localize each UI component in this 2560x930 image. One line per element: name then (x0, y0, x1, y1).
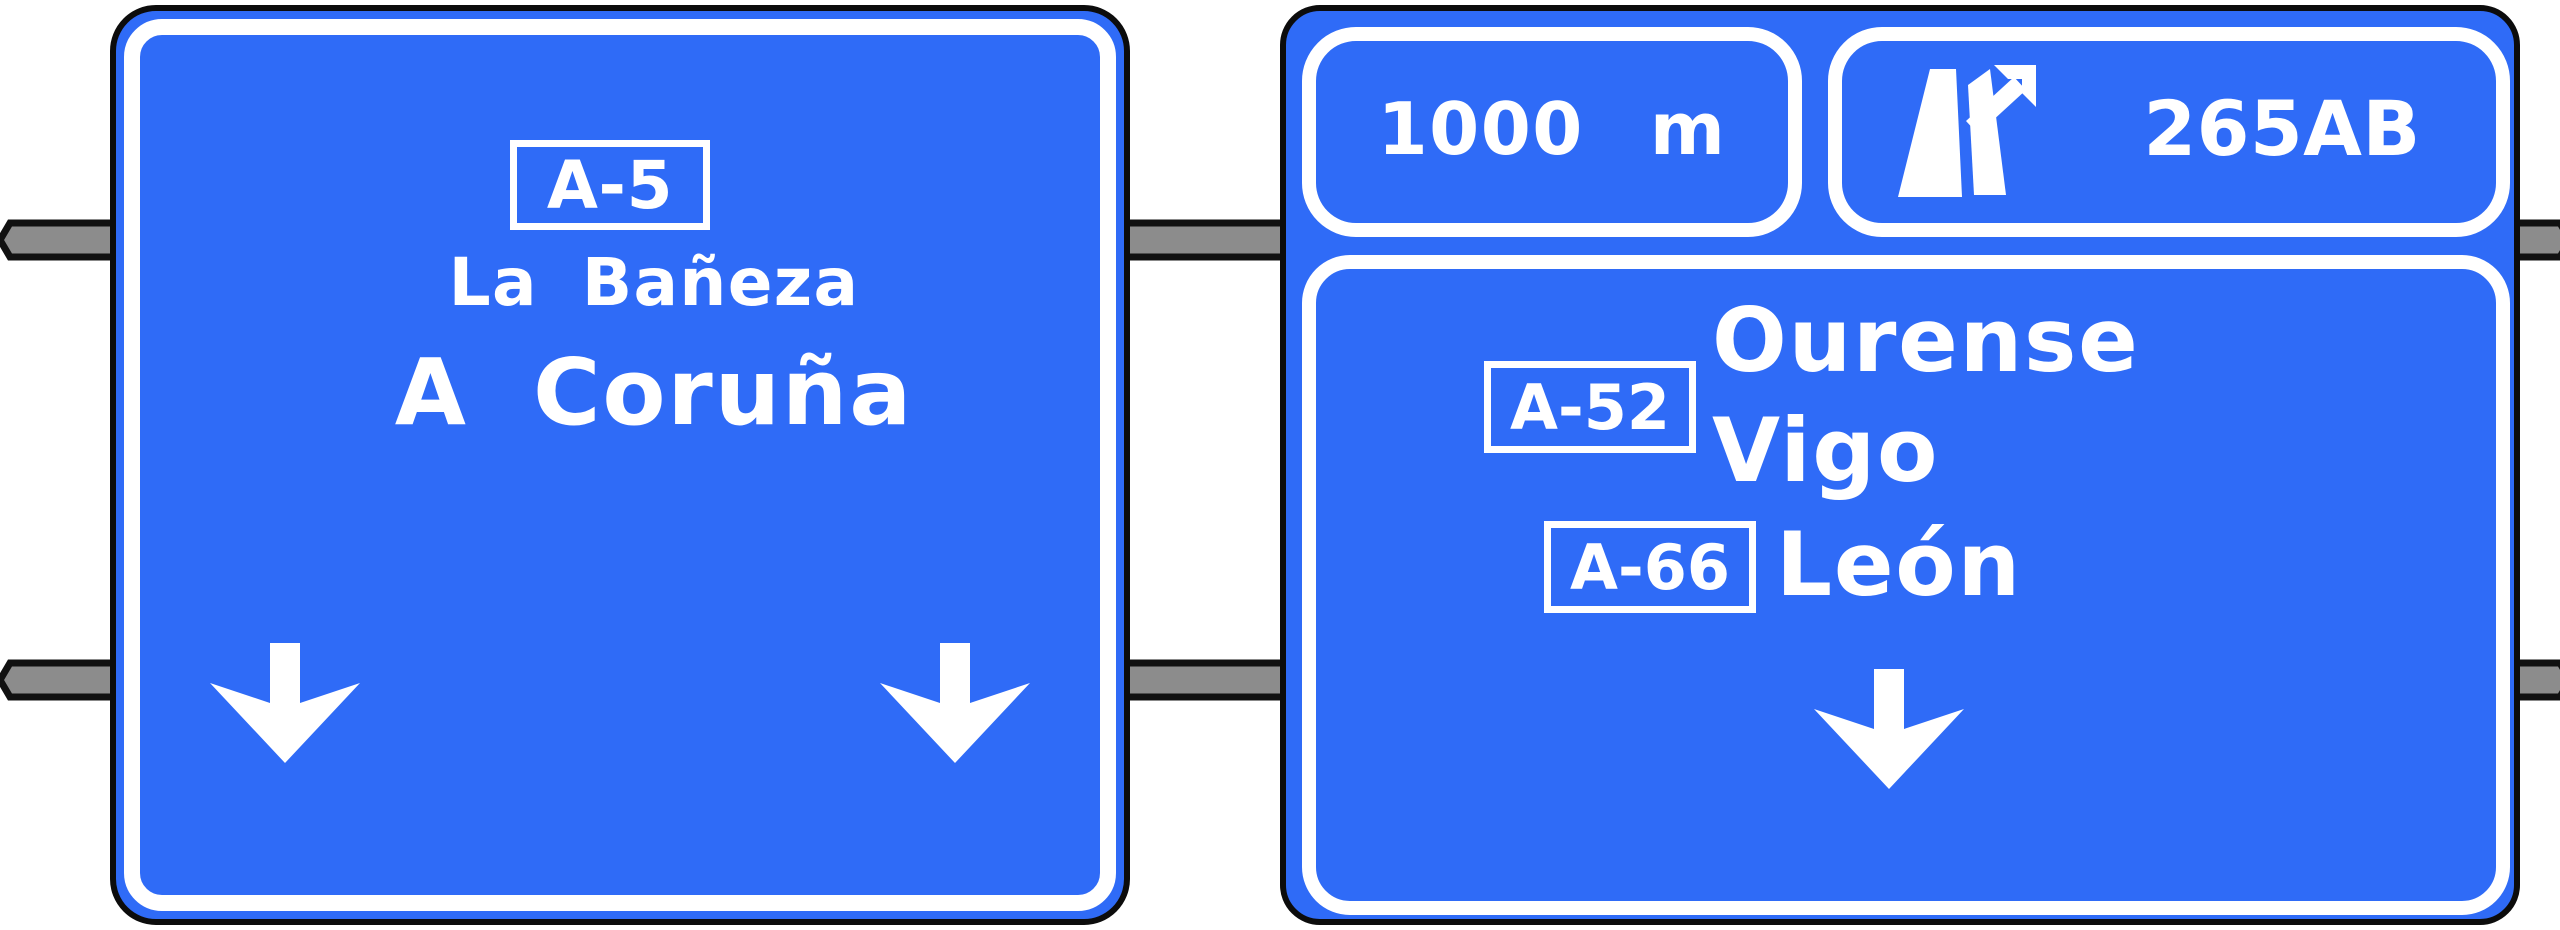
route-shield-a5-label: A-5 (546, 146, 674, 224)
distance-label: 1000 m (1377, 87, 1727, 171)
destination-a-coruna: A Coruña (394, 339, 914, 446)
right-sign-outer: 1000 m 265AB A-52 Ourense (1280, 5, 2520, 925)
route-shield-a66: A-66 (1544, 521, 1756, 613)
left-sign-outer: A-5 La Bañeza A Coruña (110, 5, 1130, 925)
destination-ourense: Ourense (1712, 289, 2140, 392)
route-shield-a52-label: A-52 (1510, 370, 1670, 444)
route-shield-a66-label: A-66 (1570, 530, 1730, 604)
down-arrow-icon-center-lane (1814, 669, 1964, 789)
route-shield-a5: A-5 (510, 140, 710, 230)
right-main-panel: A-52 Ourense Vigo A-66 León (1302, 255, 2510, 915)
left-sign-field: A-5 La Bañeza A Coruña (124, 19, 1116, 911)
destination-leon: León (1776, 513, 2022, 616)
exit-number-label: 265AB (2143, 84, 2421, 173)
down-arrow-icon-right-lane (880, 643, 1030, 763)
destination-la-baneza: La Bañeza (448, 244, 860, 321)
motorway-exit-diverge-icon (1898, 65, 2036, 197)
distance-box: 1000 m (1302, 27, 1802, 237)
destination-vigo: Vigo (1712, 399, 1940, 502)
down-arrow-icon-left-lane (210, 643, 360, 763)
route-shield-a52: A-52 (1484, 361, 1696, 453)
exit-number-box: 265AB (1828, 27, 2510, 237)
